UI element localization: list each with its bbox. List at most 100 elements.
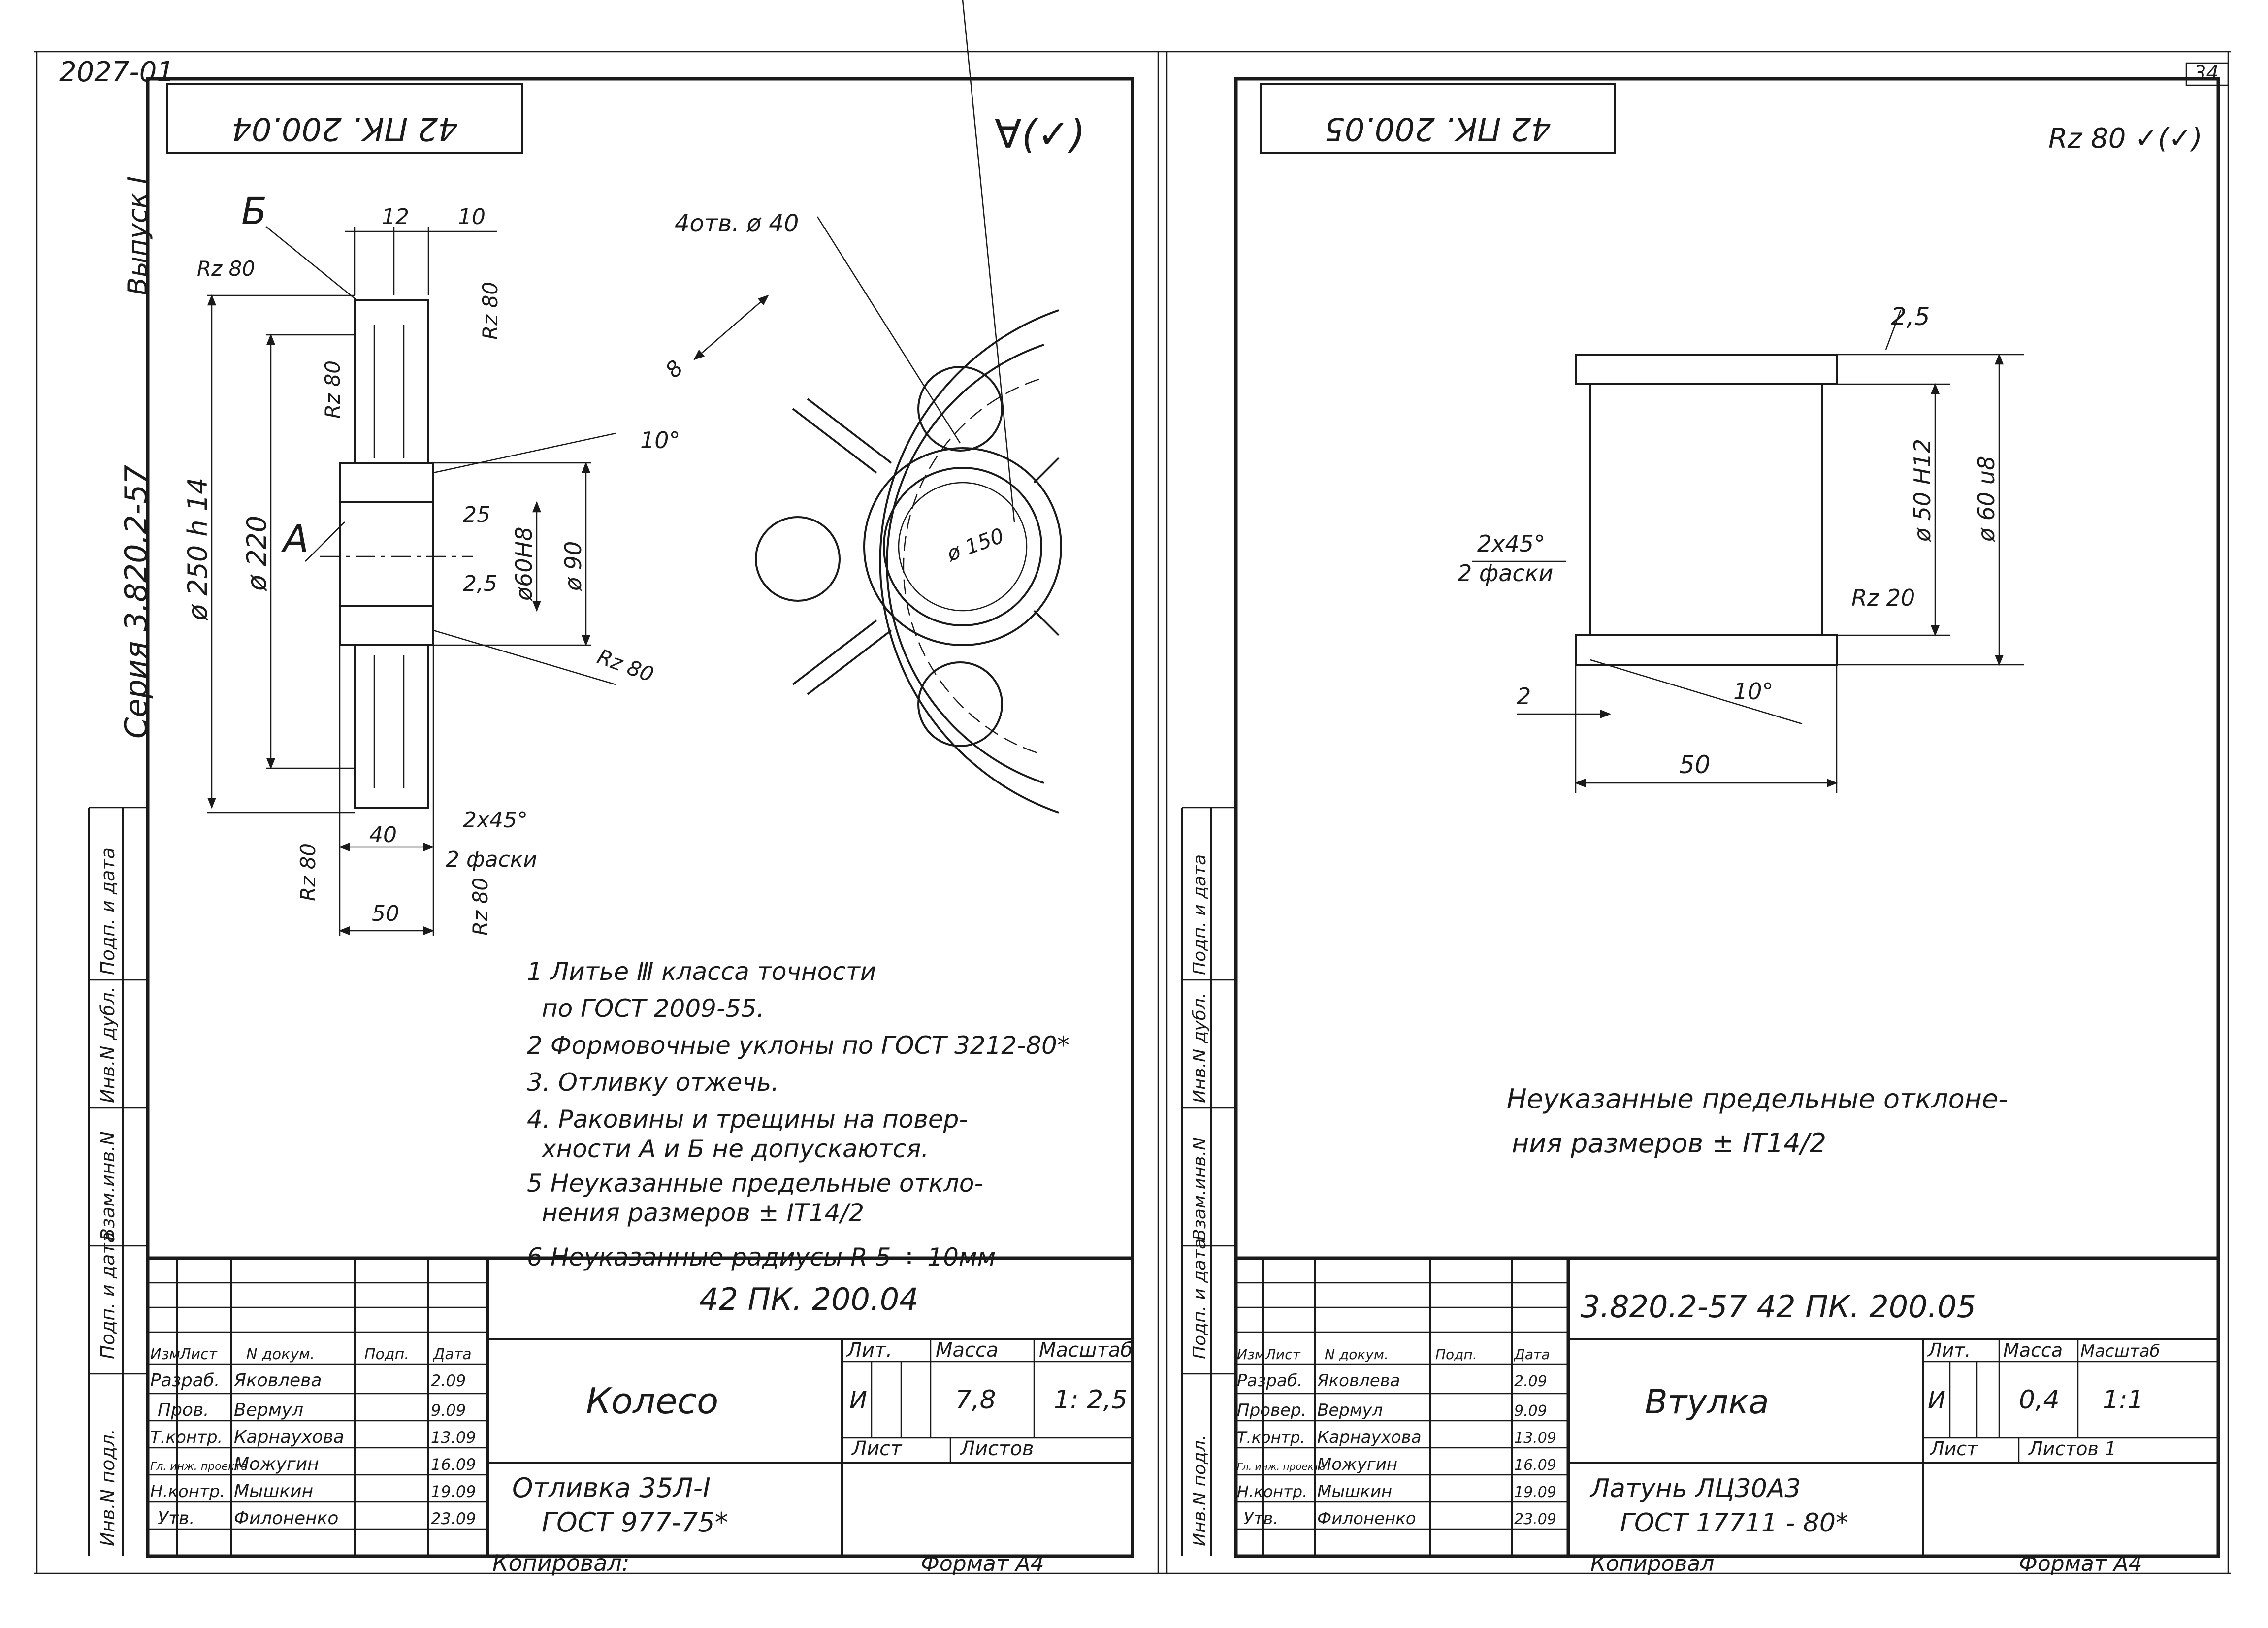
right-material-1: Латунь ЛЦ30А3 xyxy=(1589,1474,1801,1503)
left-note-2: 2 Формовочные уклоны по ГОСТ 3212-80* xyxy=(527,1031,1069,1060)
outer-frame xyxy=(34,51,2231,1574)
right-col-izm: Изм xyxy=(1237,1346,1265,1363)
dim-25: 25 xyxy=(463,502,490,527)
right-sheets-label: Листов 1 xyxy=(2028,1438,2116,1460)
dim-12: 12 xyxy=(382,204,409,229)
side-label-sign1-r: Подп. и дата xyxy=(1190,1238,1210,1359)
dim-angle-10: 10° xyxy=(640,427,680,454)
left-mass: 7,8 xyxy=(955,1385,996,1415)
side-label-sign2-r: Подп. и дата xyxy=(1190,854,1210,975)
side-label-dubl-r: Инв.N дубл. xyxy=(1190,993,1210,1103)
right-name-2: Карнаухова xyxy=(1317,1428,1422,1447)
dim-50: 50 xyxy=(372,901,399,926)
right-name-3: Можугин xyxy=(1317,1455,1397,1474)
left-name-5: Филоненко xyxy=(234,1508,338,1529)
right-name-5: Филоненко xyxy=(1317,1509,1416,1529)
left-material-1: Отливка 35Л-I xyxy=(512,1472,711,1503)
rz80-inner: Rz 80 xyxy=(321,360,345,419)
left-format: Формат А4 xyxy=(921,1551,1044,1576)
left-date-3: 16.09 xyxy=(431,1455,476,1474)
right-col-doc: N докум. xyxy=(1325,1346,1389,1363)
left-material-2: ГОСТ 977-75* xyxy=(542,1507,728,1538)
left-role-1: Пров. xyxy=(158,1400,209,1420)
left-date-1: 9.09 xyxy=(431,1401,466,1420)
right-date-5: 23.09 xyxy=(1514,1511,1556,1528)
left-designation: 42 ПК. 200.04 xyxy=(699,1281,919,1317)
side-label-vzam-r: Взам.инв.N xyxy=(1190,1137,1210,1241)
page-number: 34 xyxy=(2194,62,2219,85)
bushing-dim-50: 50 xyxy=(1679,750,1711,779)
left-title-block xyxy=(148,1256,1133,1556)
right-role-4: Н.контр. xyxy=(1237,1482,1307,1501)
dim-220: ø 220 xyxy=(241,516,272,591)
label-b: Б xyxy=(241,189,267,233)
left-role-4: Н.контр. xyxy=(150,1482,225,1501)
right-mass: 0,4 xyxy=(2019,1385,2060,1415)
left-name-0: Яковлева xyxy=(233,1370,322,1391)
right-scale: 1:1 xyxy=(2103,1385,2144,1415)
left-note-4b: хности А и Б не допускаются. xyxy=(541,1135,929,1163)
right-signers: Разраб. Яковлева 2.09 Провер. Вермул 9.0… xyxy=(1237,1371,1556,1529)
left-note-3: 3. Отливку отжечь. xyxy=(527,1068,779,1097)
left-col-sign: Подп. xyxy=(364,1346,409,1363)
left-name-4: Мышкин xyxy=(234,1481,313,1501)
right-date-2: 13.09 xyxy=(1514,1430,1556,1447)
right-col-sign: Подп. xyxy=(1435,1346,1477,1363)
dim-250: ø 250 h 14 xyxy=(182,477,213,621)
bushing-dim-2: 2 xyxy=(1517,683,1531,710)
left-date-2: 13.09 xyxy=(431,1428,476,1447)
dim-90: ø 90 xyxy=(560,541,586,591)
side-label-sign1: Подп. и дата xyxy=(97,1232,119,1359)
right-date-1: 9.09 xyxy=(1514,1402,1547,1420)
left-col-izm: Изм xyxy=(150,1346,180,1363)
right-date-0: 2.09 xyxy=(1514,1373,1547,1390)
bushing-section xyxy=(1472,310,2024,793)
left-part-name: Колесо xyxy=(586,1380,718,1422)
rz80-top-left: Rz 80 xyxy=(197,257,255,281)
right-copied: Копировал xyxy=(1590,1551,1714,1576)
side-label-dubl: Инв.N дубл. xyxy=(97,986,119,1103)
right-title-block xyxy=(1236,1256,2218,1556)
left-copied: Копировал: xyxy=(492,1550,629,1576)
left-date-0: 2.09 xyxy=(431,1371,466,1390)
left-stamp-code: 42 ПК. 200.04 xyxy=(231,110,458,147)
left-col-date: Дата xyxy=(432,1346,472,1363)
right-material-2: ГОСТ 17711 - 80* xyxy=(1620,1508,1848,1538)
left-scale: 1: 2,5 xyxy=(1054,1385,1128,1415)
right-col-list: Лист xyxy=(1265,1346,1301,1363)
dim-40: 40 xyxy=(369,822,397,847)
rz80-bottom-left: Rz 80 xyxy=(296,843,320,901)
dim-8: 8 xyxy=(661,356,688,383)
dim-holes: 4отв. ø 40 xyxy=(675,210,799,237)
side-label-inv: Инв.N подл. xyxy=(97,1429,119,1546)
right-lit: И xyxy=(1928,1387,1945,1414)
left-note-4: 4. Раковины и трещины на повер- xyxy=(527,1105,968,1134)
left-role-5: Утв. xyxy=(158,1508,195,1529)
left-lit-header: Лит. xyxy=(846,1339,892,1362)
right-format: Формат А4 xyxy=(2019,1551,2142,1576)
left-role-0: Разраб. xyxy=(150,1370,220,1391)
right-role-3: Гл. инж. проекта xyxy=(1237,1461,1326,1472)
dim-10: 10 xyxy=(458,204,486,229)
wheel-front-view xyxy=(693,0,1062,814)
right-frame xyxy=(1234,77,2220,1558)
bushing-chamfer-note: 2 фаски xyxy=(1458,560,1553,586)
right-stamp-code: 42 ПК. 200.05 xyxy=(1325,110,1551,147)
right-name-1: Вермул xyxy=(1317,1400,1383,1420)
right-name-0: Яковлева xyxy=(1317,1371,1400,1391)
right-designation: 3.820.2-57 42 ПК. 200.05 xyxy=(1581,1289,1976,1325)
wheel-section xyxy=(207,226,616,936)
left-name-3: Можугин xyxy=(234,1454,319,1474)
bushing-chamfer: 2x45° xyxy=(1477,530,1545,557)
rz80-bottom: Rz 80 xyxy=(468,878,492,936)
label-a: А xyxy=(281,517,309,560)
right-note-2: ния размеров ± IT14/2 xyxy=(1512,1128,1826,1159)
chamfer-left: 2x45° xyxy=(463,808,528,833)
left-name-1: Вермул xyxy=(234,1400,303,1420)
bushing-angle-10: 10° xyxy=(1733,678,1774,705)
left-sheet-label: Лист xyxy=(851,1437,903,1460)
right-role-5: Утв. xyxy=(1243,1509,1278,1529)
left-lit: И xyxy=(849,1387,867,1414)
left-note-1b: по ГОСТ 2009-55. xyxy=(542,994,765,1023)
bushing-rz20: Rz 20 xyxy=(1851,585,1915,611)
